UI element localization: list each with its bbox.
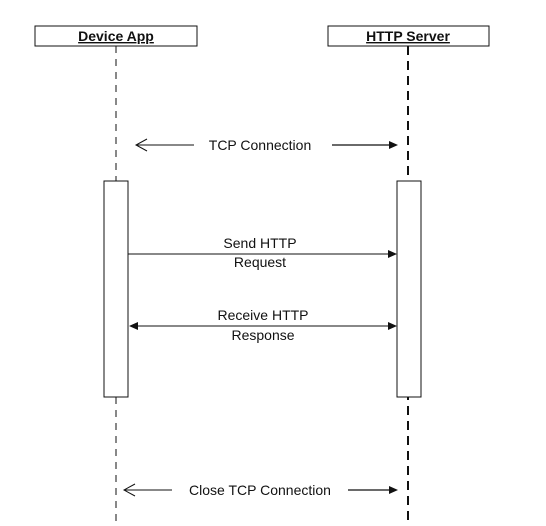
participant-http-server: HTTP Server [327, 25, 490, 47]
message-close-tcp: Close TCP Connection [122, 482, 398, 498]
tcp-right-arrow-head-icon [389, 141, 398, 149]
message-label-send-request-line2: Request [234, 254, 286, 270]
message-label-send-request-line1: Send HTTP [223, 235, 296, 251]
participant-device-app: Device App [34, 25, 198, 47]
close-right-arrow-head-icon [389, 486, 398, 494]
message-tcp-connection: TCP Connection [134, 137, 398, 153]
activation-bar-device-app [103, 180, 129, 398]
message-send-request: Send HTTP Request [128, 235, 397, 270]
participant-label-http-server: HTTP Server [366, 28, 450, 44]
activation-bar-http-server [396, 180, 422, 398]
receive-response-left-arrow-head-icon [129, 322, 138, 330]
receive-response-right-arrow-head-icon [388, 322, 397, 330]
message-label-close-tcp: Close TCP Connection [189, 482, 331, 498]
send-request-arrow-head-icon [388, 250, 397, 258]
message-receive-response: Receive HTTP Response [129, 307, 397, 343]
tcp-left-arrow-head-icon [134, 138, 148, 152]
message-label-receive-response-line1: Receive HTTP [217, 307, 308, 323]
message-label-receive-response-line2: Response [231, 327, 294, 343]
message-label-tcp-connection: TCP Connection [209, 137, 311, 153]
close-left-arrow-head-icon [122, 483, 136, 497]
participant-label-device-app: Device App [78, 28, 154, 44]
